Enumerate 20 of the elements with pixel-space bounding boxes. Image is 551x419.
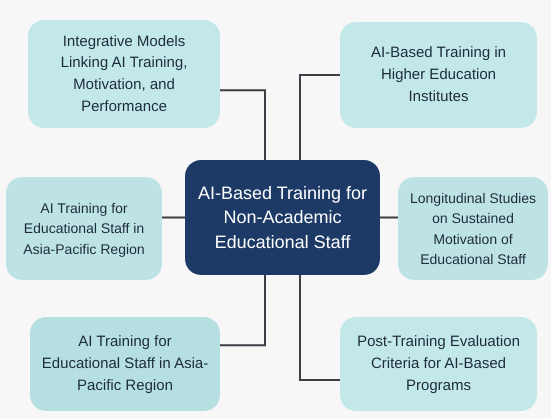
topic-box <box>30 317 220 411</box>
topic-text: AI-Based Training in Higher Education Institutes <box>370 43 508 107</box>
topic-box <box>340 22 537 128</box>
topic-box <box>340 317 537 411</box>
topic-box <box>398 177 548 280</box>
connector-line <box>220 275 266 346</box>
connector-line <box>162 216 185 218</box>
topic-box <box>28 20 220 128</box>
topic-text: AI-Based Training for Non-Academic Educational Staff <box>196 182 368 254</box>
connector-line <box>299 275 340 381</box>
topic-text: AI Training for Educational Staff in Asia-Pacific Region <box>40 332 210 396</box>
connector-line <box>380 216 398 218</box>
central-topic-box <box>185 160 380 275</box>
topic-text: Integrative Models Linking AI Training, Motivation, and Performance <box>60 32 188 117</box>
topic-text: AI Training for Educational Staff in Asia-Pacific Region <box>22 199 146 259</box>
topic-box <box>6 177 162 280</box>
topic-text: Post-Training Evaluation Criteria for AI-Based Programs <box>356 332 521 396</box>
topic-text: Longitudinal Studies on Sustained Motivation of Educational Staff <box>408 188 538 269</box>
connector-line <box>299 74 340 160</box>
connector-line <box>220 89 266 160</box>
